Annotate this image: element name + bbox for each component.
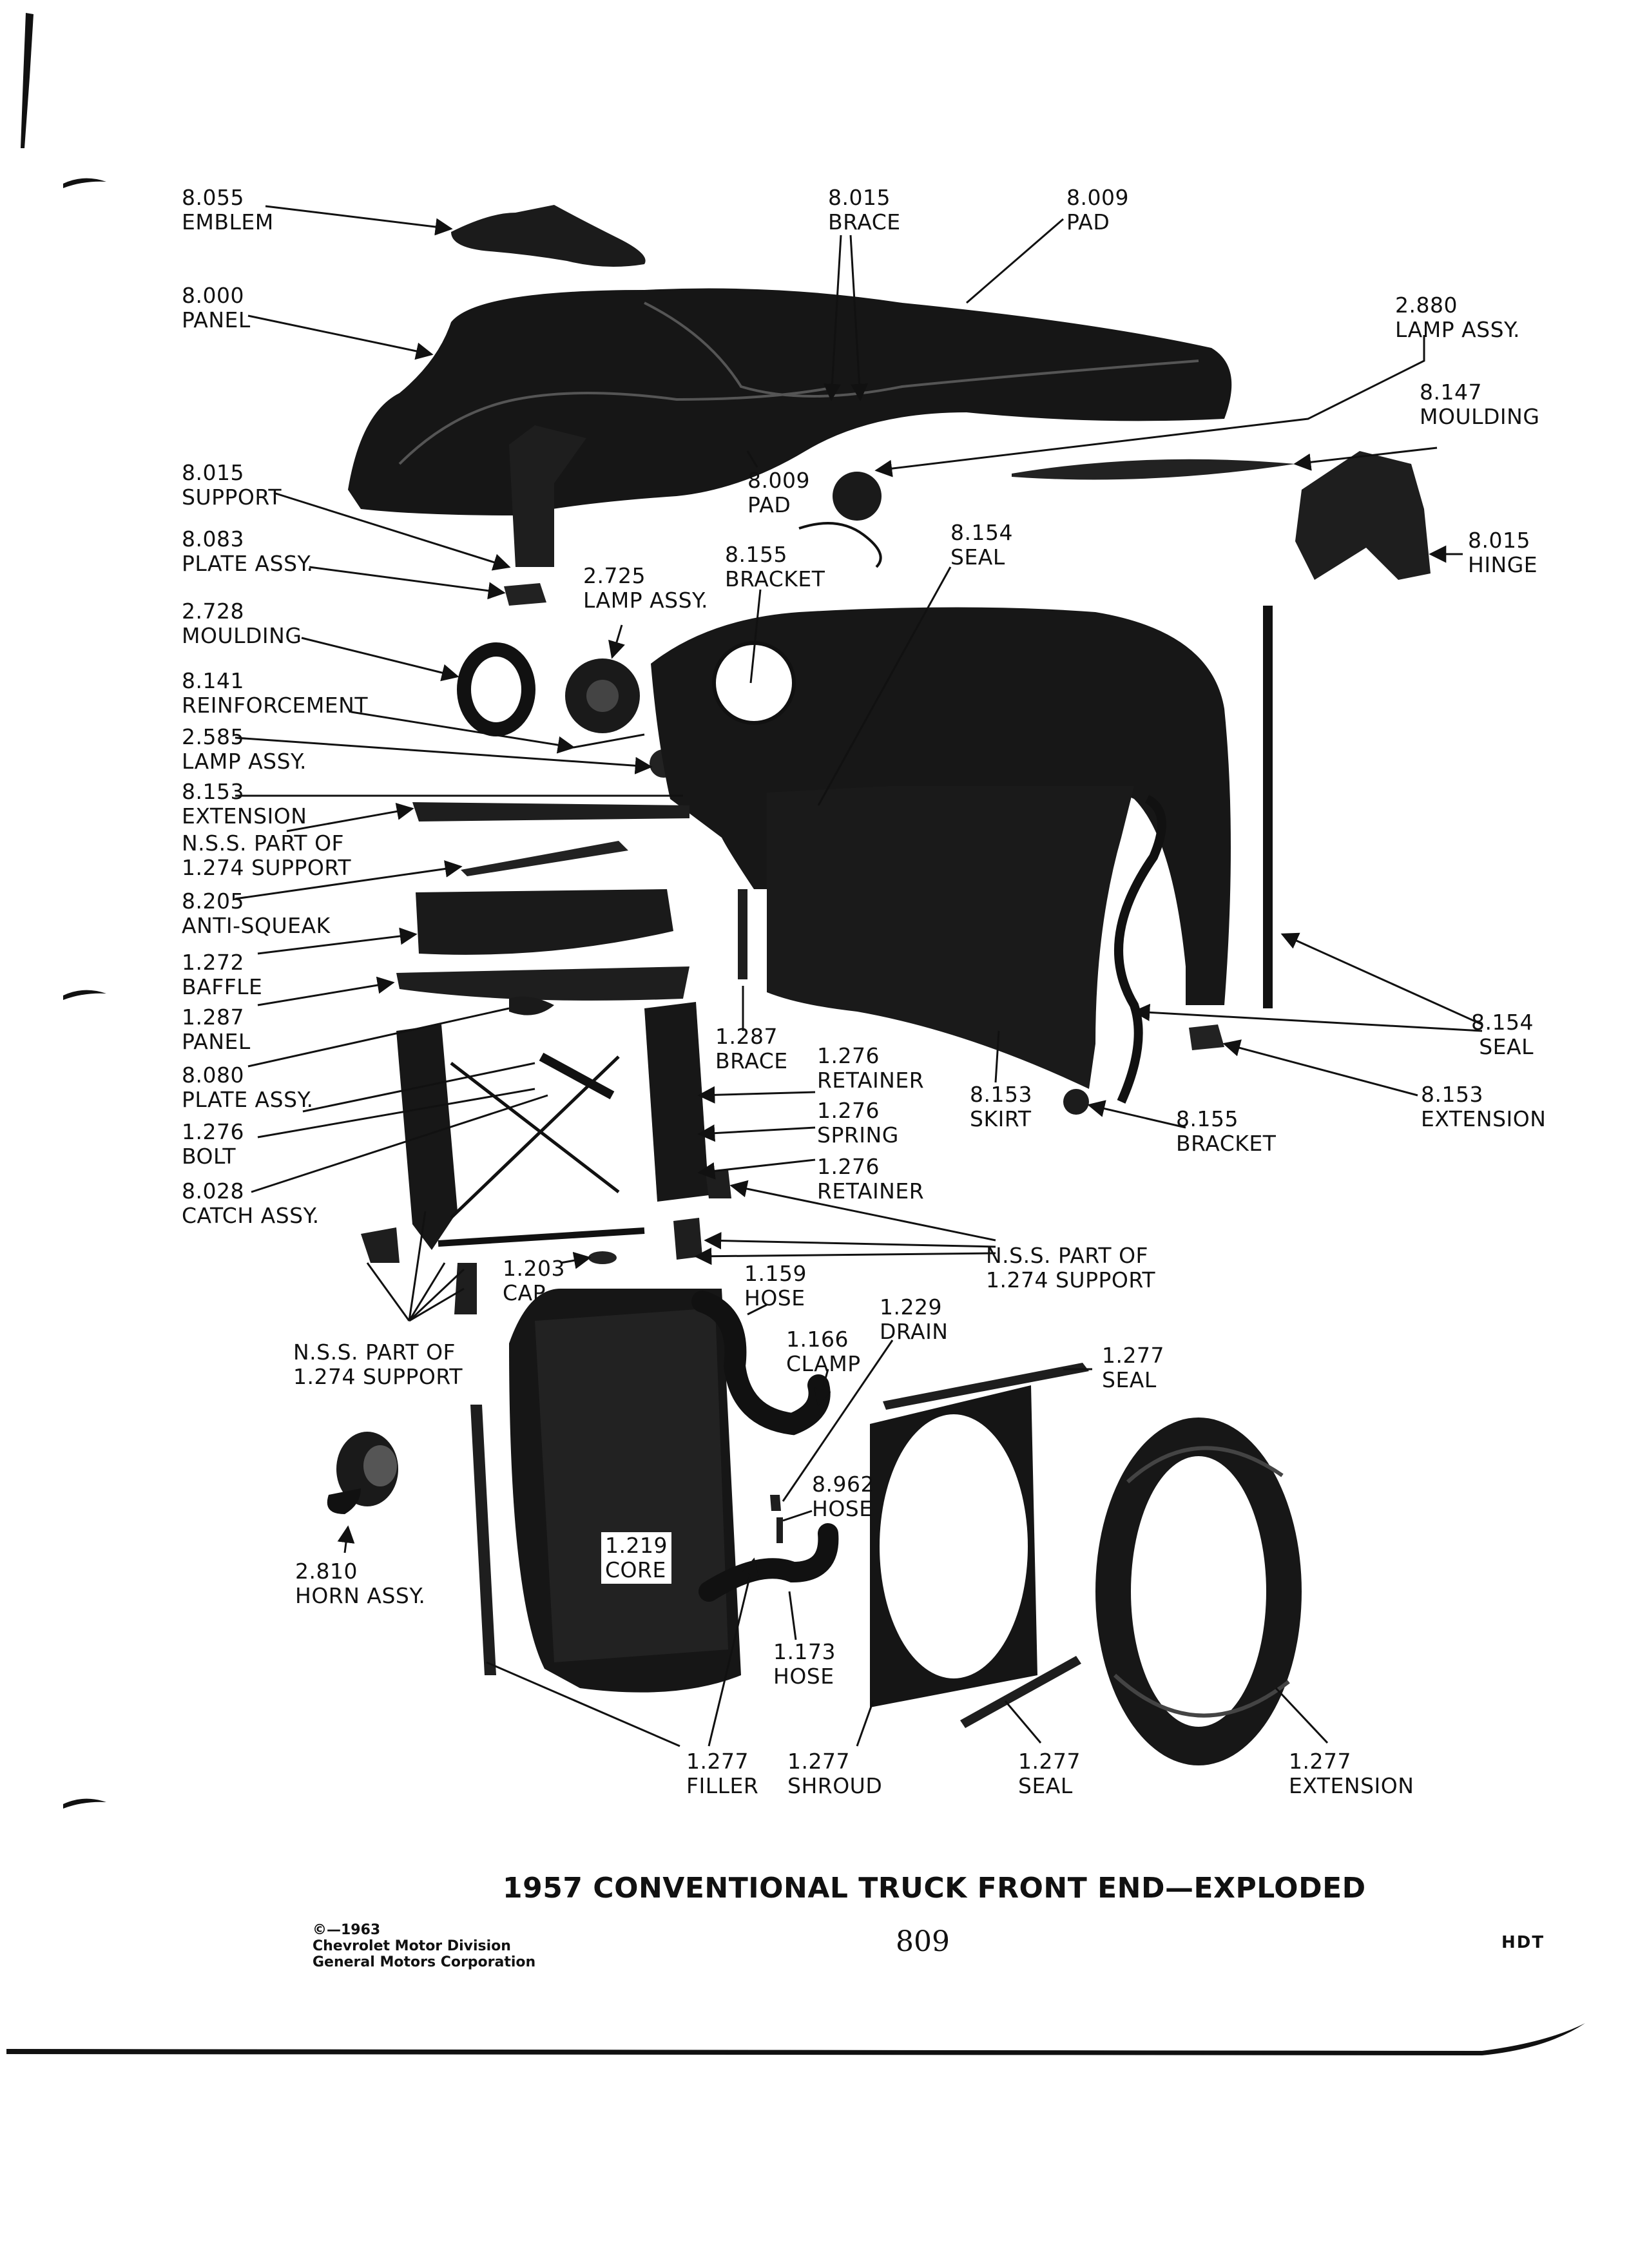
radiator-part xyxy=(509,1289,741,1693)
section-code: HDT xyxy=(1501,1933,1545,1952)
extension-8153-left-part xyxy=(412,802,689,822)
scan-marks xyxy=(6,13,1585,2055)
brace-1287-part xyxy=(738,889,747,979)
seal-1277-top-part xyxy=(883,1363,1089,1410)
seal-1277-bottom-part xyxy=(960,1656,1081,1728)
skirt-seal-part xyxy=(1114,794,1166,1104)
cap-part xyxy=(588,1251,617,1264)
support-right-part xyxy=(644,1002,709,1202)
horn-part xyxy=(327,1432,398,1514)
bracket-8155-part xyxy=(1063,1089,1089,1115)
catch-plate-part xyxy=(509,996,554,1015)
hose-1173-part xyxy=(699,1523,839,1602)
bracket-right-part xyxy=(673,1218,702,1260)
hose-1159-part xyxy=(691,1291,831,1436)
copyright-notice: ©—1963 Chevrolet Motor Division General … xyxy=(313,1922,535,1970)
emblem-part xyxy=(451,205,646,267)
plate-8083-part xyxy=(504,583,546,606)
bracket-mid-part xyxy=(454,1263,477,1314)
page-number: 809 xyxy=(896,1925,950,1958)
hinge-part xyxy=(1295,451,1431,580)
copyright-line: Chevrolet Motor Division xyxy=(313,1938,511,1954)
anti-squeak-part xyxy=(416,889,673,955)
seal-8154-part xyxy=(1263,606,1273,1008)
page-title: 1957 CONVENTIONAL TRUCK FRONT END—EXPLOD… xyxy=(503,1872,1366,1905)
shroud-part xyxy=(870,1385,1037,1707)
support-left-part xyxy=(396,1024,458,1250)
skirt-part xyxy=(767,786,1134,1089)
moulding-2728-part xyxy=(457,642,535,736)
copyright-line: ©—1963 xyxy=(313,1922,381,1938)
leader-lines xyxy=(235,205,1483,1747)
bracket-left-part xyxy=(361,1227,400,1263)
nss-support-upper-part xyxy=(461,841,628,876)
baffle-part xyxy=(396,966,689,1001)
extension-ring-part xyxy=(1095,1418,1302,1765)
copyright-line: General Motors Corporation xyxy=(313,1954,536,1970)
filler-part xyxy=(470,1405,496,1675)
pad-8009-part xyxy=(833,472,882,521)
extension-8153-part xyxy=(1189,1024,1224,1050)
hood-support-part xyxy=(509,425,586,567)
moulding-8147-part xyxy=(1012,459,1295,480)
